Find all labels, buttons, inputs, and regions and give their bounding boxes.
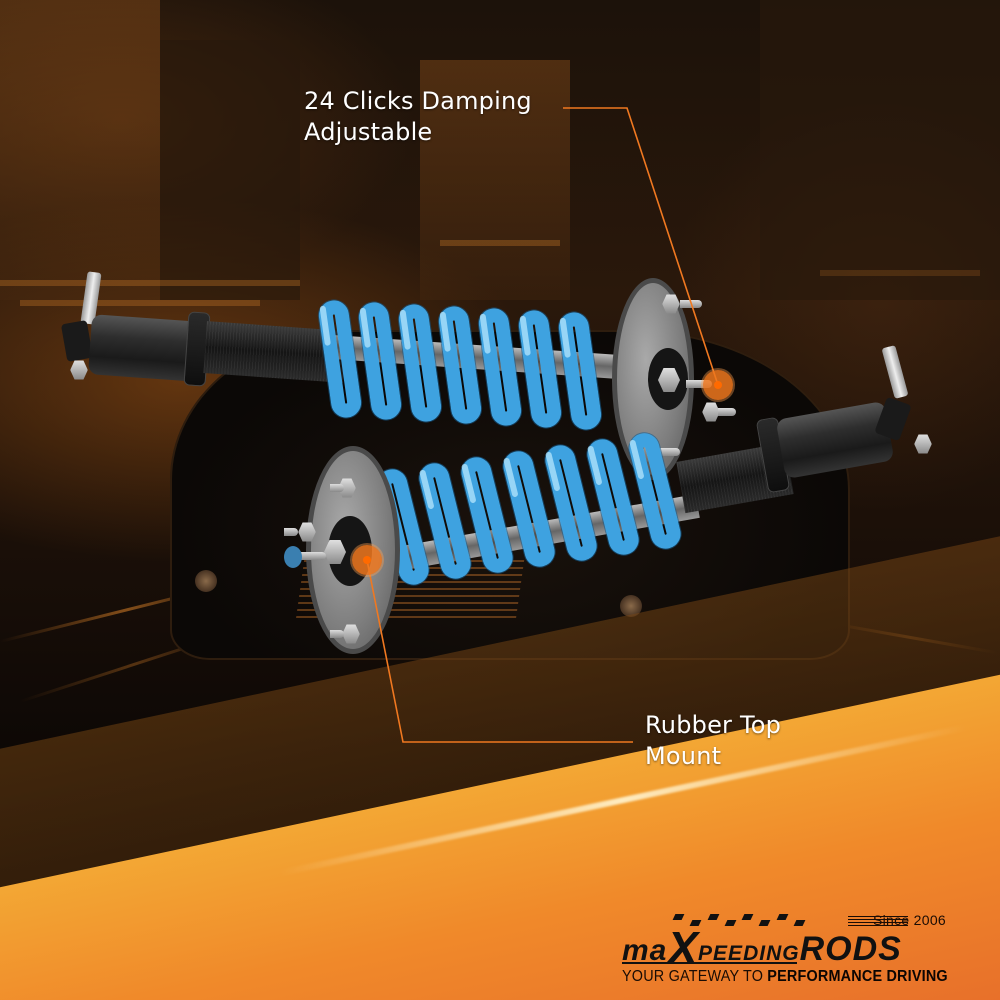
eye-nut: [70, 360, 88, 380]
hotspot-top-mount: [352, 545, 382, 575]
center-nut: [324, 540, 346, 564]
callout-label-line: Mount: [645, 742, 722, 770]
speed-lines-icon: [848, 916, 908, 928]
shock-body: [775, 400, 895, 480]
building-window: [820, 270, 980, 276]
mount-stud: [330, 630, 344, 638]
eye-nut: [914, 434, 932, 454]
building-window: [0, 280, 300, 286]
logo-tagline: YOUR GATEWAY TO PERFORMANCE DRIVING: [622, 968, 948, 986]
car-fog-light: [195, 570, 217, 592]
hotspot-dot: [363, 556, 371, 564]
mount-stud: [284, 528, 298, 536]
callout-label-damping: 24 Clicks Damping Adjustable: [304, 86, 532, 148]
building: [160, 40, 300, 300]
hotspot-dot: [714, 381, 722, 389]
logo-wordmark: maXPEEDINGRODS: [622, 925, 902, 974]
logo-rods: RODS: [799, 930, 902, 968]
mount-stud-nut: [702, 402, 720, 422]
damping-adjuster-stud: [296, 552, 326, 560]
mount-stud: [330, 484, 344, 492]
building: [420, 60, 570, 300]
mount-stud-nut: [342, 624, 360, 644]
tagline-bold: PERFORMANCE DRIVING: [767, 968, 948, 985]
mount-stud: [660, 448, 680, 456]
eye-pin: [881, 345, 909, 399]
tagline-regular: YOUR GATEWAY TO: [622, 968, 768, 985]
logo-x: X: [667, 922, 699, 974]
callout-label-line: 24 Clicks Damping: [304, 87, 532, 115]
mount-stud-nut: [298, 522, 316, 542]
logo-underline: [622, 962, 797, 964]
logo-since: Since 2006: [872, 912, 946, 928]
building: [0, 0, 160, 300]
mount-stud-nut: [338, 478, 356, 498]
callout-label-line: Rubber Top: [645, 711, 782, 739]
logo-peeding: PEEDING: [698, 942, 800, 965]
building-window: [440, 240, 560, 246]
logo-ma: ma: [622, 934, 668, 967]
building-window: [20, 300, 260, 306]
callout-label-line: Adjustable: [304, 118, 433, 146]
hotspot-damping: [703, 370, 733, 400]
mount-stud: [718, 408, 736, 416]
callout-label-top-mount: Rubber Top Mount: [645, 710, 781, 772]
adjuster-knob: [284, 546, 302, 568]
brand-logo: Since 2006 maXPEEDINGRODS YOUR GATEWAY T…: [622, 912, 952, 988]
building: [760, 0, 1000, 300]
